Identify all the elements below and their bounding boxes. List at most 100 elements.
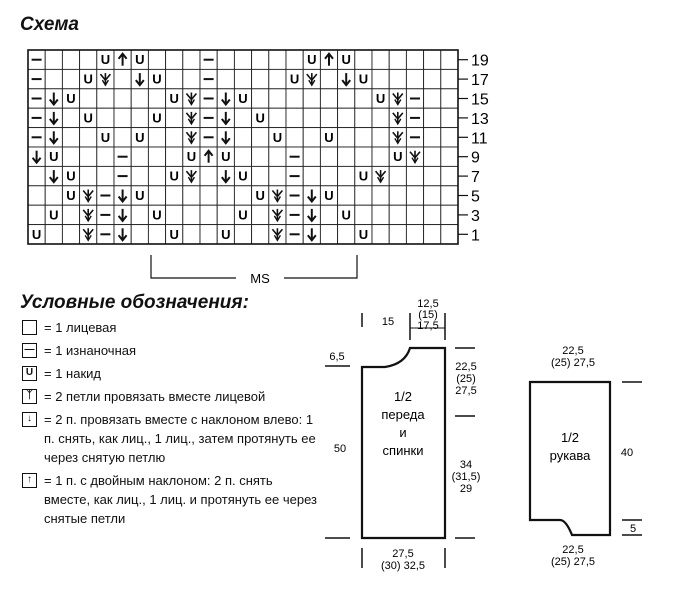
- chart-cell: [405, 146, 425, 167]
- chart-cell: U: [79, 107, 98, 129]
- sleeve-label: рукава: [550, 448, 592, 463]
- chart-cell: [251, 68, 270, 90]
- chart-cell: [371, 204, 390, 226]
- svg-text:U: U: [101, 130, 110, 145]
- body-piece-label: спинки: [383, 443, 424, 458]
- chart-cell: U: [388, 146, 407, 167]
- chart-cell: U: [354, 68, 373, 90]
- chart-cell: [285, 185, 304, 206]
- chart-cell: [319, 204, 339, 226]
- chart-cell: [354, 107, 373, 129]
- chart-cell: [27, 165, 46, 187]
- chart-cell: [251, 204, 270, 226]
- chart-cell: [371, 165, 390, 187]
- chart-cell: [182, 127, 201, 148]
- body-piece-label: и: [399, 425, 406, 440]
- chart-cell: [302, 224, 321, 245]
- body-piece-label: переда: [381, 407, 425, 422]
- svg-text:U: U: [170, 169, 179, 184]
- chart-cell: U: [61, 165, 81, 187]
- row-number: 1: [471, 227, 480, 244]
- chart-cell: [182, 107, 201, 129]
- svg-text:U: U: [359, 169, 368, 184]
- chart-cell: [405, 185, 425, 206]
- chart-cell: [319, 165, 339, 187]
- chart-cell: [130, 204, 149, 226]
- chart-cell: [216, 165, 235, 187]
- chart-cell: [440, 165, 459, 187]
- row-number: 3: [471, 208, 480, 225]
- chart-cell: [44, 165, 63, 187]
- chart-cell: [388, 185, 407, 206]
- chart-cell: [61, 68, 81, 90]
- chart-cell: [182, 165, 201, 187]
- chart-cell: [130, 68, 149, 90]
- chart-cell: [44, 127, 63, 148]
- chart-cell: [79, 127, 98, 148]
- chart-cell: U: [61, 185, 81, 206]
- chart-cell: U: [216, 224, 235, 245]
- chart-cell: [388, 127, 407, 148]
- row-number: 19: [471, 53, 489, 70]
- chart-cell: [405, 68, 425, 90]
- chart-cell: [371, 127, 390, 148]
- chart-cell: [337, 224, 356, 245]
- chart-cell: [79, 165, 98, 187]
- legend-item: ↓= 2 п. провязать вместе с наклоном влев…: [22, 410, 322, 467]
- chart-cell: [423, 204, 442, 226]
- svg-text:U: U: [152, 110, 161, 125]
- chart-cell: [79, 224, 98, 245]
- chart-cell: [96, 185, 115, 206]
- chart-cell: [251, 49, 270, 70]
- legend-item: = 1 лицевая: [22, 318, 322, 337]
- chart-cell: U: [165, 165, 184, 187]
- neck-depth: 6,5: [329, 351, 344, 363]
- chart-cell: [96, 68, 115, 90]
- legend-item: —= 1 изнаночная: [22, 341, 322, 360]
- bottom-width: 27,5: [392, 548, 413, 560]
- svg-text:U: U: [307, 52, 316, 67]
- chart-cell: [165, 185, 184, 206]
- chart-cell: [302, 204, 321, 226]
- chart-cell: [302, 185, 321, 206]
- chart-cell: [96, 146, 115, 167]
- chart-cell: [147, 127, 167, 148]
- legend-text: = 2 петли провязать вместе лицевой: [44, 389, 266, 404]
- chart-cell: [302, 146, 321, 167]
- chart-cell: [302, 107, 321, 129]
- sleeve-height: 40: [621, 447, 633, 459]
- row-number: 7: [471, 169, 480, 186]
- chart-cell: U: [130, 49, 149, 70]
- body-height: 50: [334, 443, 346, 455]
- chart-cell: [79, 88, 98, 109]
- chart-cell: [182, 88, 201, 109]
- svg-text:U: U: [135, 52, 144, 67]
- chart-cell: [371, 185, 390, 206]
- chart-cell: [388, 107, 407, 129]
- chart-cell: [199, 127, 218, 148]
- legend-symbol-icon: ᛉ: [22, 389, 37, 404]
- svg-text:U: U: [221, 149, 230, 164]
- sleeve-bottom-width: (25) 27,5: [551, 556, 595, 568]
- chart-cell: [182, 49, 201, 70]
- chart-cell: [251, 88, 270, 109]
- chart-cell: [337, 165, 356, 187]
- chart-cell: [27, 68, 46, 90]
- chart-cell: U: [354, 224, 373, 245]
- chart-cell: [268, 88, 287, 109]
- chart-cell: [319, 68, 339, 90]
- chart-cell: [388, 49, 407, 70]
- chart-cell: [182, 204, 201, 226]
- row-number: 15: [471, 92, 489, 109]
- legend-symbol-icon: U: [22, 366, 37, 381]
- chart-cell: [130, 88, 149, 109]
- chart-cell: U: [337, 49, 356, 70]
- chart-cell: [27, 107, 46, 129]
- armhole-depth: 27,5: [455, 385, 476, 397]
- body-piece-label: 1/2: [394, 389, 412, 404]
- chart-cell: [216, 127, 235, 148]
- chart-cell: [44, 185, 63, 206]
- chart-cell: [251, 146, 270, 167]
